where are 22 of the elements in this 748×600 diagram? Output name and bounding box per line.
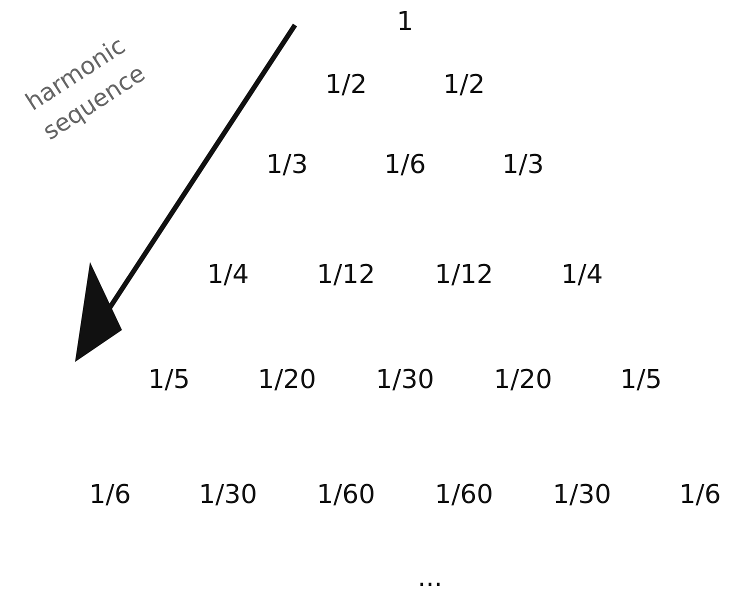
fraction-entry: 1/3 <box>502 150 544 180</box>
fraction-entry: 1/2 <box>443 70 485 100</box>
fraction-entry: 1/6 <box>89 480 131 510</box>
fraction-entry: 1/5 <box>620 365 662 395</box>
fraction-entry: 1/30 <box>552 480 612 510</box>
fraction-entry: 1 <box>396 7 414 37</box>
fraction-entry: 1/30 <box>198 480 258 510</box>
fraction-entry: 1/12 <box>316 260 376 290</box>
fraction-entry: 1/4 <box>561 260 603 290</box>
fraction-entry: 1/20 <box>494 365 552 395</box>
ellipsis: ... <box>418 563 442 593</box>
fraction-entry: 1/12 <box>434 260 494 290</box>
fraction-entry: 1/2 <box>325 70 367 100</box>
fraction-entry: 1/5 <box>148 365 190 395</box>
fraction-entry: 1/60 <box>434 480 494 510</box>
fraction-entry: 1/4 <box>207 260 249 290</box>
fraction-entry: 1/3 <box>266 150 308 180</box>
fraction-entry: 1/30 <box>376 365 434 395</box>
fraction-entry: 1/6 <box>679 480 721 510</box>
fraction-entry: 1/60 <box>316 480 376 510</box>
fraction-entry: 1/20 <box>258 365 316 395</box>
fraction-entry: 1/6 <box>384 150 426 180</box>
